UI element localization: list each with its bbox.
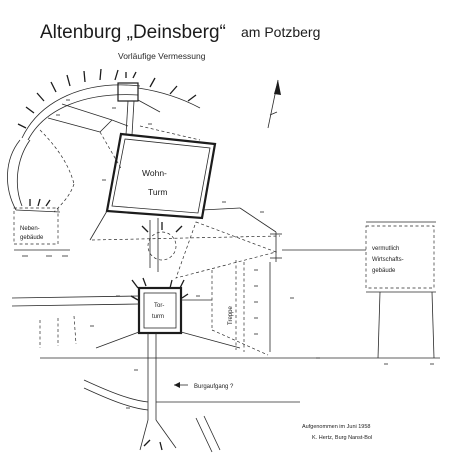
torturm-label-1: Tor- <box>154 303 164 309</box>
burgaufgang-label: Burgaufgang ? <box>194 384 234 390</box>
torturm-label-2: turm <box>152 314 164 320</box>
southwest-wall-segments <box>39 315 300 411</box>
southern-path <box>139 415 221 453</box>
nebengebaeude-building: Neben- gebäude <box>13 198 70 251</box>
wirtschaftsgebaeude-building: vermutlich Wirtschafts- gebäude <box>282 221 436 359</box>
torturm-connections <box>11 270 440 420</box>
wohnturm-label-2: Turm <box>148 187 168 197</box>
plan-subtitle: Vorläufige Vermessung <box>118 51 206 61</box>
outer-ring-wall <box>17 68 201 141</box>
western-outworks <box>7 103 113 213</box>
treppe-label: Treppe <box>228 306 234 325</box>
wirtschaft-label-3: gebäude <box>372 268 396 274</box>
plan-title: Altenburg „Deinsberg“ <box>40 22 226 43</box>
eastern-triangle <box>175 207 282 279</box>
survey-date-note: Aufgenommen im Juni 1958 <box>302 424 370 430</box>
wirtschaft-label-1: vermutlich <box>372 246 399 252</box>
treppe-stairs: Treppe <box>228 260 271 352</box>
wohnturm-label-1: Wohn- <box>142 168 167 178</box>
plan-title-suffix: am Potzberg <box>241 24 320 40</box>
wohnturm-building: Wohn- Turm <box>105 132 217 220</box>
survey-marks <box>22 99 434 409</box>
wohnturm-measurement-lines <box>89 207 281 272</box>
surveyor-note: K. Hertz, Burg Nanst-Bol <box>312 435 372 441</box>
nebengebaeude-label-2: gebäude <box>20 235 44 241</box>
north-arrow-icon <box>267 79 281 129</box>
upper-gate-area <box>99 71 201 171</box>
burgaufgang-marker: Burgaufgang ? <box>174 382 234 390</box>
wirtschaft-label-2: Wirtschafts- <box>372 257 404 263</box>
nebengebaeude-label-1: Neben- <box>20 226 40 232</box>
torturm-building: Tor- turm <box>130 277 189 335</box>
cistern-feature <box>141 222 183 261</box>
